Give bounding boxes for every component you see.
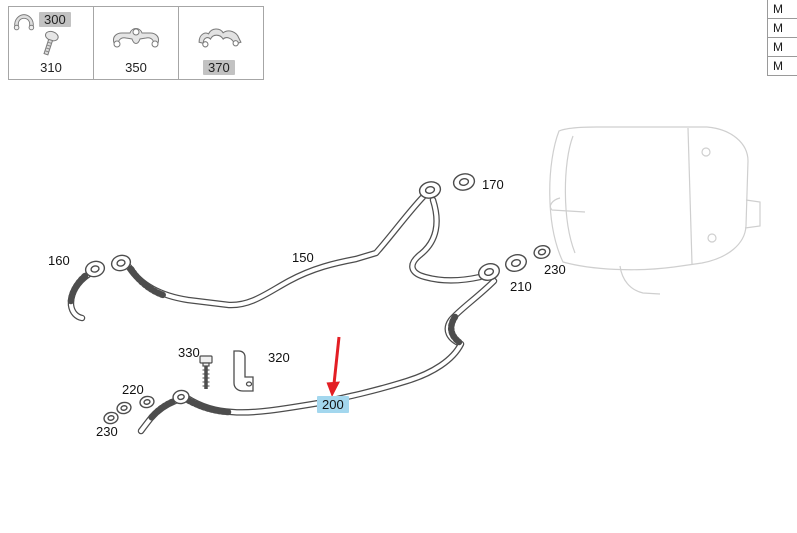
part-label-300[interactable]: 300: [39, 12, 71, 27]
transmission-outline: [549, 126, 761, 295]
fitting-170: [418, 173, 476, 199]
fitting-210: [478, 254, 527, 281]
pipes: [67, 193, 498, 435]
ribbed-section: [182, 395, 232, 416]
right-table-row-2[interactable]: M: [767, 19, 797, 38]
right-table-row-1[interactable]: M: [767, 0, 797, 19]
thumb-cell-350[interactable]: 350: [94, 7, 179, 79]
thumbnail-table: 300 310 3: [8, 6, 264, 80]
right-table: M M M M: [767, 0, 797, 76]
fitting-200: [172, 389, 190, 405]
part-label-230-left[interactable]: 230: [96, 424, 118, 439]
part-label-200-selected[interactable]: 200: [317, 396, 349, 413]
seal-ring-230-left: [103, 411, 119, 425]
part-label-160[interactable]: 160: [48, 253, 70, 268]
clamp-icon: [12, 11, 36, 38]
part-label-310[interactable]: 310: [40, 60, 62, 75]
fitting-160: [84, 254, 132, 278]
right-row-label: M: [773, 40, 783, 54]
pipe-clamp-icon: [197, 23, 243, 56]
pipe-link-170-210: [409, 196, 484, 284]
ribbed-section: [147, 398, 176, 422]
part-label-230-right[interactable]: 230: [544, 262, 566, 277]
pipe-200: [183, 277, 498, 416]
bracket-icon: [110, 21, 162, 56]
thumb-cell-370[interactable]: 370: [179, 7, 263, 79]
seal-rings-220: [116, 395, 155, 415]
part-label-320[interactable]: 320: [268, 350, 290, 365]
ribbed-section: [67, 272, 89, 305]
bolt-330: [199, 355, 213, 389]
part-label-170[interactable]: 170: [482, 177, 504, 192]
selection-arrow: [326, 336, 341, 397]
bracket-320: [233, 350, 254, 392]
part-label-150[interactable]: 150: [292, 250, 314, 265]
part-label-220[interactable]: 220: [122, 382, 144, 397]
part-label-370[interactable]: 370: [203, 60, 235, 75]
part-label-330[interactable]: 330: [178, 345, 200, 360]
right-table-row-4[interactable]: M: [767, 57, 797, 76]
seal-ring-230-right: [533, 244, 551, 260]
right-row-label: M: [773, 21, 783, 35]
right-row-label: M: [773, 2, 783, 16]
screw-icon: [37, 30, 63, 65]
right-row-label: M: [773, 59, 783, 73]
ribbed-section: [448, 313, 463, 346]
ribbed-section: [127, 265, 167, 299]
part-label-350[interactable]: 350: [125, 60, 147, 75]
right-table-row-3[interactable]: M: [767, 38, 797, 57]
thumb-cell-300-310[interactable]: 300 310: [9, 7, 94, 79]
part-label-210[interactable]: 210: [510, 279, 532, 294]
